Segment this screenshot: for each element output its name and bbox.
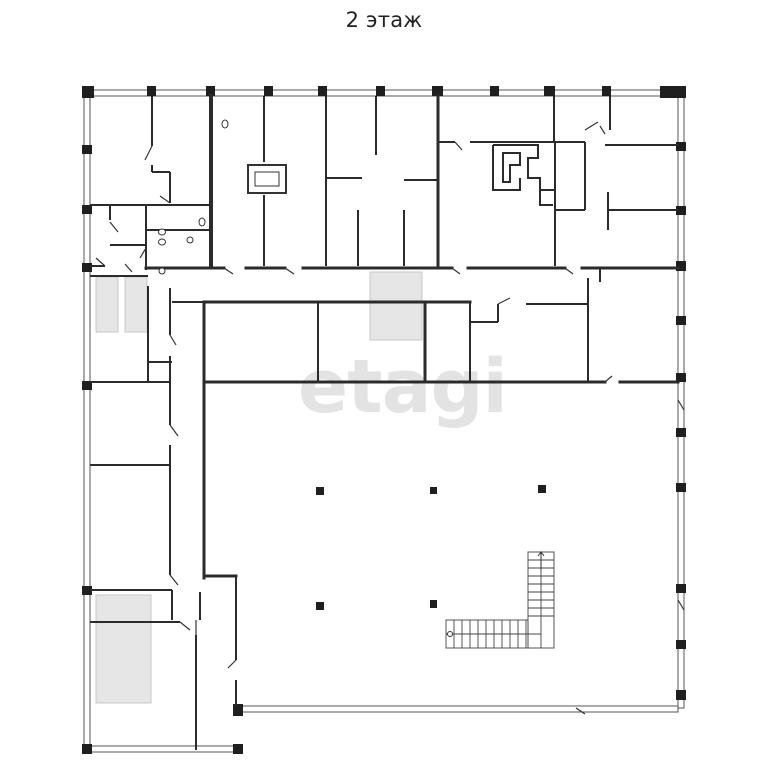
floor-title: 2 этаж xyxy=(345,8,423,32)
door xyxy=(227,659,237,669)
column xyxy=(318,86,327,96)
door xyxy=(575,707,586,715)
toilet-icon xyxy=(198,217,206,227)
column xyxy=(676,142,686,151)
doors xyxy=(95,121,685,715)
door xyxy=(159,195,171,204)
column xyxy=(316,487,324,495)
door xyxy=(497,297,511,305)
column xyxy=(490,86,499,96)
door xyxy=(179,621,191,631)
column xyxy=(676,483,686,492)
door xyxy=(677,599,685,611)
stair-core xyxy=(492,144,553,206)
column xyxy=(602,86,611,96)
door xyxy=(451,267,461,275)
glazing-bottom-left xyxy=(89,745,241,753)
door xyxy=(169,334,177,346)
column xyxy=(82,145,92,154)
toilet-fixtures xyxy=(158,119,229,275)
column xyxy=(82,744,92,754)
toilet-icon xyxy=(158,238,166,246)
shaded-zone xyxy=(95,594,152,704)
column xyxy=(82,263,92,272)
door xyxy=(584,121,599,131)
column xyxy=(676,690,686,700)
glazing-top xyxy=(89,89,683,97)
door xyxy=(144,145,153,161)
column xyxy=(676,261,686,271)
door xyxy=(169,424,179,437)
column xyxy=(376,86,385,96)
shaded-zones xyxy=(95,271,423,704)
shaded-zone xyxy=(124,276,148,333)
interior-walls xyxy=(90,94,680,750)
door xyxy=(95,257,106,267)
column xyxy=(432,86,443,96)
toilet-icon xyxy=(158,228,166,236)
column xyxy=(430,487,437,494)
elevator-shaft xyxy=(247,164,287,194)
column xyxy=(676,428,686,437)
interior-columns xyxy=(316,485,546,610)
door xyxy=(564,267,574,275)
perimeter-columns xyxy=(82,86,686,754)
door xyxy=(169,574,179,586)
column xyxy=(676,206,686,215)
door xyxy=(604,375,613,383)
door xyxy=(109,221,119,233)
column xyxy=(82,586,92,595)
door xyxy=(223,267,234,275)
shaded-zone xyxy=(369,271,423,341)
column xyxy=(206,86,215,96)
column xyxy=(233,744,243,754)
toilet-icon xyxy=(158,267,166,275)
column xyxy=(430,600,437,608)
column xyxy=(316,602,324,610)
toilet-icon xyxy=(221,119,229,129)
watermark: etagi xyxy=(298,344,507,430)
shaded-zone xyxy=(95,276,119,333)
door xyxy=(599,125,606,135)
glazing-left xyxy=(83,95,91,751)
column xyxy=(82,205,92,214)
column xyxy=(233,704,243,716)
door xyxy=(284,267,295,275)
toilet-icon xyxy=(186,236,194,244)
column xyxy=(676,640,686,649)
door xyxy=(454,141,463,151)
glazing-bottom-right xyxy=(241,705,679,713)
column xyxy=(82,86,94,98)
door xyxy=(139,247,147,259)
column xyxy=(147,86,156,96)
door xyxy=(677,399,685,411)
door xyxy=(124,263,133,273)
column xyxy=(82,381,92,390)
column xyxy=(538,485,546,493)
column xyxy=(264,86,273,96)
column xyxy=(660,86,686,98)
column xyxy=(544,86,555,96)
staircase xyxy=(445,551,555,649)
column xyxy=(676,373,686,382)
column xyxy=(676,584,686,593)
column xyxy=(676,316,686,325)
